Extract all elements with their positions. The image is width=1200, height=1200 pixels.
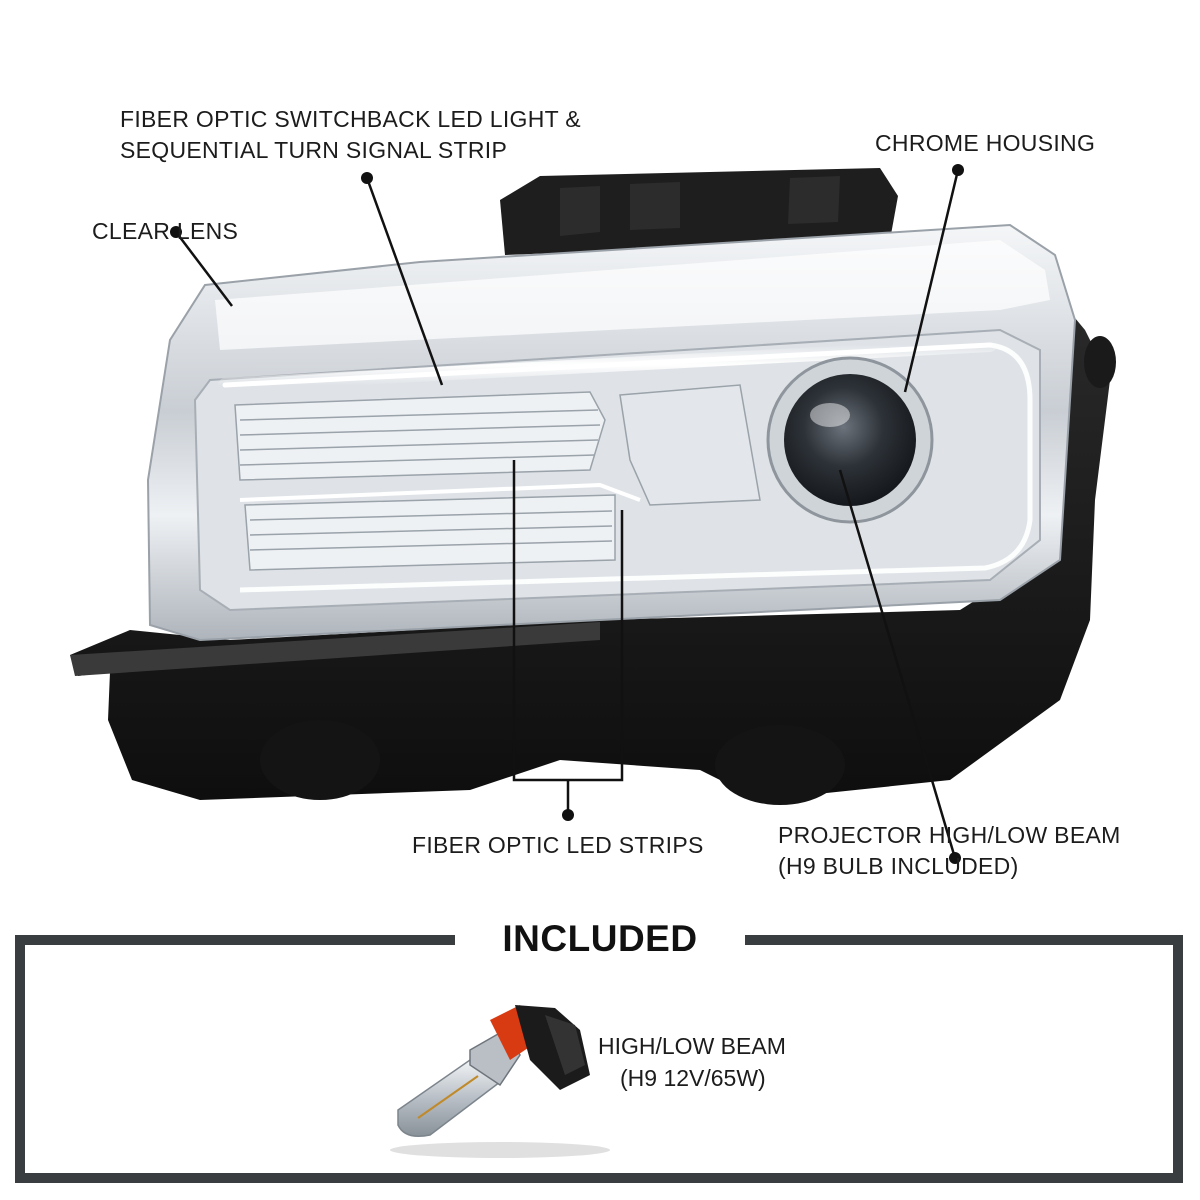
callout-projector-line1: PROJECTOR HIGH/LOW BEAM bbox=[778, 822, 1121, 848]
projector-lens bbox=[766, 356, 934, 524]
callout-projector: PROJECTOR HIGH/LOW BEAM (H9 BULB INCLUDE… bbox=[778, 820, 1121, 882]
reflector-louvers bbox=[234, 384, 761, 571]
bulb-caption-line1: HIGH/LOW BEAM bbox=[598, 1033, 786, 1059]
fiber-optic-strip bbox=[218, 338, 1033, 593]
included-title: INCLUDED bbox=[502, 918, 698, 959]
callout-chrome-housing: CHROME HOUSING bbox=[875, 130, 1096, 156]
bulb-caption-line2: (H9 12V/65W) bbox=[620, 1065, 766, 1091]
bulb-caption: HIGH/LOW BEAM (H9 12V/65W) bbox=[598, 1030, 786, 1094]
callout-leaders bbox=[175, 169, 960, 859]
callout-fiber-switchback-line1: FIBER OPTIC SWITCHBACK LED LIGHT & bbox=[120, 106, 581, 132]
black-housing bbox=[70, 300, 1116, 805]
callout-fiber-led-strips: FIBER OPTIC LED STRIPS bbox=[412, 832, 704, 858]
callout-fiber-switchback: FIBER OPTIC SWITCHBACK LED LIGHT & SEQUE… bbox=[120, 104, 581, 166]
callout-fiber-switchback-line2: SEQUENTIAL TURN SIGNAL STRIP bbox=[120, 137, 508, 163]
h9-bulb-image bbox=[390, 1005, 610, 1158]
callout-clear-lens: CLEAR LENS bbox=[92, 218, 239, 244]
callout-dots bbox=[170, 164, 964, 864]
included-frame bbox=[15, 935, 1183, 1183]
mounting-bracket bbox=[500, 168, 898, 255]
callout-projector-line2: (H9 BULB INCLUDED) bbox=[778, 853, 1019, 879]
